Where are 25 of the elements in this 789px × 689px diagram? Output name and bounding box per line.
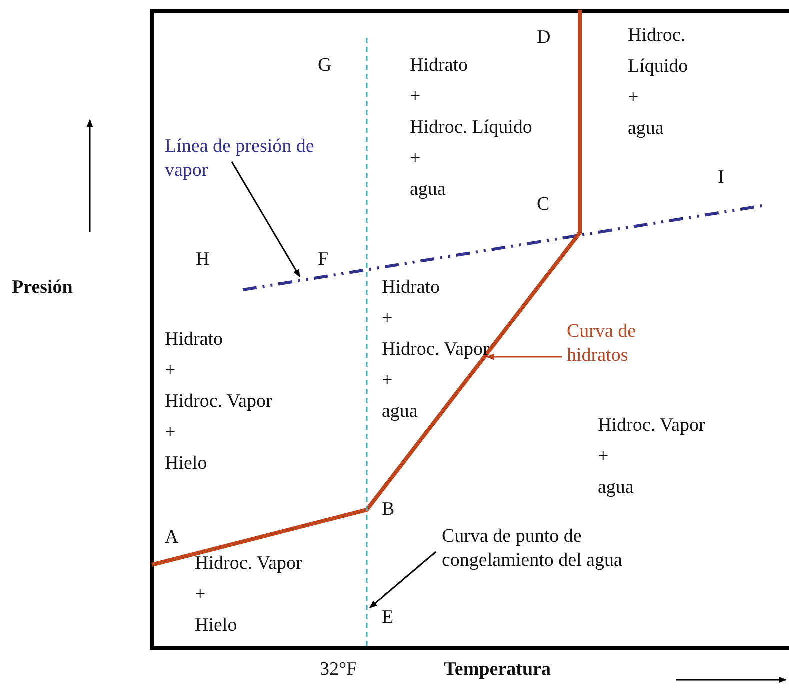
point-letter: C <box>537 193 550 217</box>
point-letter: H <box>196 248 210 272</box>
region-label: Hidroc. Líquido + agua <box>628 24 690 141</box>
curve-label: Curva de punto de congelamiento del agua <box>442 525 652 573</box>
point-letter: D <box>537 26 551 50</box>
curve-label: Línea de presión de vapor <box>165 135 337 183</box>
axis-label: Presión <box>12 276 73 300</box>
point-letter: B <box>382 498 395 522</box>
region-label: Hidrato + Hidroc. Vapor + agua <box>382 276 490 424</box>
point-letter: E <box>382 606 394 630</box>
leader-line <box>486 354 562 360</box>
tick-label: 32°F <box>320 658 358 682</box>
point-letter: A <box>165 526 179 550</box>
axis-label: Temperatura <box>444 658 551 682</box>
curve-label: Curva de hidratos <box>567 320 677 368</box>
region-label: Hidrato + Hidroc. Líquido + agua <box>410 54 532 202</box>
freezing-point-line <box>366 38 368 648</box>
point-letter: I <box>718 166 724 190</box>
point-letter: F <box>318 248 329 272</box>
region-label: Hidrato + Hidroc. Vapor + Hielo <box>165 328 272 476</box>
region-label: Hidroc. Vapor + Hielo <box>195 552 302 638</box>
leader-line <box>369 551 436 609</box>
region-label: Hidroc. Vapor + agua <box>598 414 706 500</box>
point-letter: G <box>318 54 332 78</box>
leader-line <box>231 162 301 278</box>
